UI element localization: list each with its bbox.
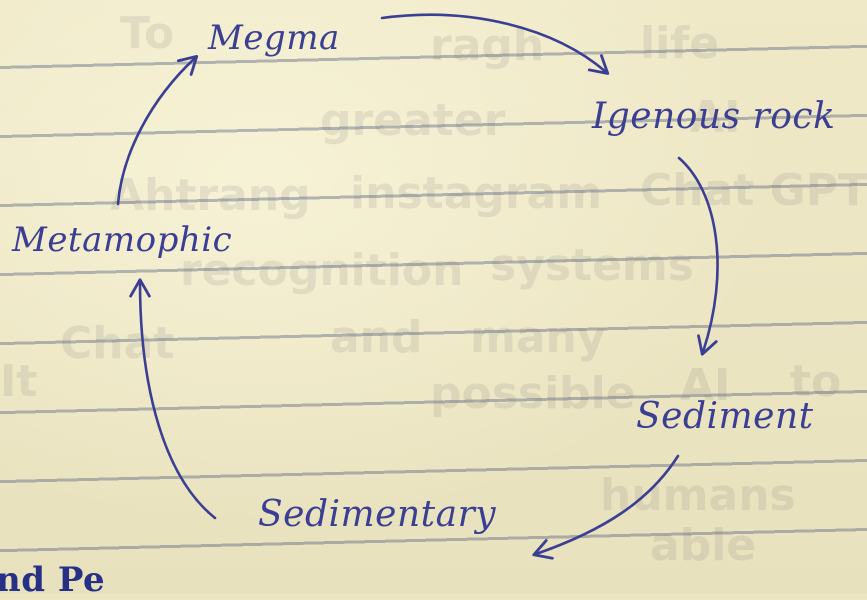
node-sediment: Sediment: [636, 396, 814, 437]
node-metamorphic: Metamophic: [12, 220, 233, 260]
arrow-metamorphic-to-magma: [116, 54, 199, 206]
arrow-sediment-to-sedimentary: [532, 454, 680, 560]
node-magma: Megma: [208, 18, 340, 58]
arrow-magma-to-igneous: [380, 13, 610, 75]
node-igneous-rock: Igenous rock: [592, 96, 836, 137]
arrow-sedimentary-to-metamorphic: [129, 278, 217, 520]
arrow-igneous-to-sediment: [677, 156, 719, 356]
cut-off-heading-fragment: nd Pe: [0, 560, 106, 600]
node-sedimentary: Sedimentary: [258, 494, 497, 535]
